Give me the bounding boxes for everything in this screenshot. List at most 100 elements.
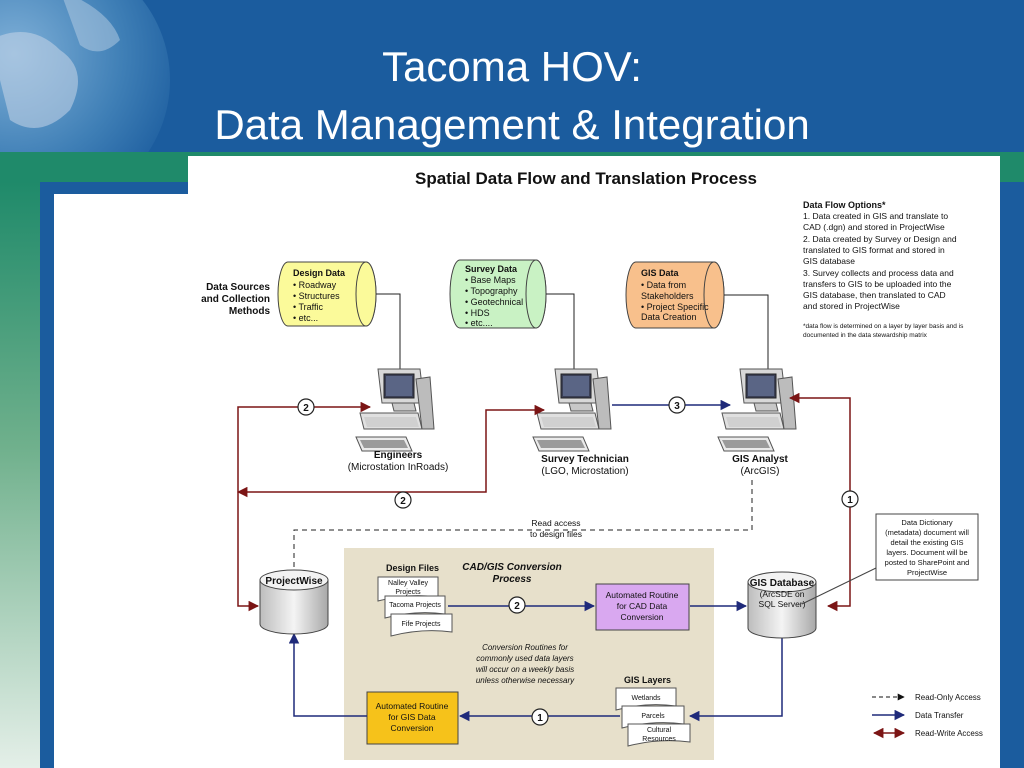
title-line-2: Data Management & Integration xyxy=(214,101,810,148)
flow-number-1-gis: 1 xyxy=(841,490,859,508)
svg-text:3: 3 xyxy=(674,401,680,412)
svg-text:Data Sources: Data Sources xyxy=(206,282,270,293)
conversion-title-1: CAD/GIS Conversion xyxy=(462,562,561,573)
transfer-flow-routine-to-projectwise xyxy=(288,632,367,717)
svg-text:unless otherwise necessary: unless otherwise necessary xyxy=(476,676,575,685)
gis-data-title: GIS Data xyxy=(641,268,680,278)
conversion-title-2: Process xyxy=(493,574,532,585)
svg-text:(ArcGIS): (ArcGIS) xyxy=(741,466,780,477)
svg-text:• Traffic: • Traffic xyxy=(293,302,323,312)
svg-text:GIS Database: GIS Database xyxy=(750,578,815,589)
gis-conversion-routine: Automated Routine for GIS Data Conversio… xyxy=(366,691,459,745)
svg-text:Nalley Valley: Nalley Valley xyxy=(388,580,428,587)
svg-text:Parcels: Parcels xyxy=(641,713,665,720)
data-sources-label: Data Sources and Collection Methods xyxy=(201,282,270,317)
projectwise-database: ProjectWise xyxy=(259,569,329,635)
svg-text:1: 1 xyxy=(537,713,543,724)
gis-data-store: GIS Data • Data from Stakeholders • Proj… xyxy=(625,261,725,329)
svg-text:Wetlands: Wetlands xyxy=(631,695,661,702)
svg-text:2: 2 xyxy=(400,496,406,507)
svg-text:• Data from: • Data from xyxy=(641,280,686,290)
design-data-store: Design Data • Roadway • Structures • Tra… xyxy=(277,261,377,327)
svg-text:ProjectWise: ProjectWise xyxy=(907,568,947,577)
svg-text:Tacoma Projects: Tacoma Projects xyxy=(389,602,441,609)
svg-text:commonly used data layers: commonly used data layers xyxy=(476,654,573,663)
legend-read-write: Read-Write Access xyxy=(915,729,983,738)
svg-text:ProjectWise: ProjectWise xyxy=(265,576,323,587)
svg-text:2: 2 xyxy=(514,601,520,612)
svg-text:and stored in ProjectWise: and stored in ProjectWise xyxy=(803,301,900,311)
flow-number-2-survey: 2 xyxy=(394,491,412,509)
engineers-computer-icon xyxy=(355,368,435,452)
diagram-title: Spatial Data Flow and Translation Proces… xyxy=(415,169,757,188)
survey-technician-label: Survey Technician (LGO, Microstation) xyxy=(541,454,629,477)
svg-text:Resources: Resources xyxy=(642,736,676,743)
svg-text:Conversion Routines for: Conversion Routines for xyxy=(482,643,568,652)
title-line-1: Tacoma HOV: xyxy=(382,43,642,90)
gis-layers-label: GIS Layers xyxy=(624,675,671,685)
gis-database: GIS Database (ArcSDE on SQL Server) xyxy=(747,571,817,639)
legend-read-only: Read-Only Access xyxy=(915,693,981,702)
svg-text:• Topography: • Topography xyxy=(465,286,518,296)
svg-text:for CAD Data: for CAD Data xyxy=(617,601,668,611)
svg-text:for GIS Data: for GIS Data xyxy=(388,712,436,722)
flow-number-3: 3 xyxy=(668,396,686,414)
design-data-title: Design Data xyxy=(293,268,346,278)
svg-text:Conversion: Conversion xyxy=(391,723,434,733)
design-files-label: Design Files xyxy=(386,563,439,573)
svg-text:2: 2 xyxy=(303,403,309,414)
data-dictionary-callout: Data Dictionary (metadata) document will… xyxy=(801,513,979,605)
svg-text:Methods: Methods xyxy=(229,306,271,317)
legend-data-transfer: Data Transfer xyxy=(915,711,964,720)
svg-text:(Microstation InRoads): (Microstation InRoads) xyxy=(348,462,449,473)
read-write-flow-survey xyxy=(236,404,546,498)
svg-text:Data Dictionary: Data Dictionary xyxy=(901,518,953,527)
read-access-label-1: Read access xyxy=(531,518,580,528)
design-file-fife: Fife Projects xyxy=(390,613,453,637)
svg-text:Projects: Projects xyxy=(395,589,421,596)
read-access-label-2: to design files xyxy=(530,529,582,539)
svg-text:• etc....: • etc.... xyxy=(465,318,493,328)
svg-text:• Roadway: • Roadway xyxy=(293,280,337,290)
svg-text:GIS database, then translated: GIS database, then translated to CAD xyxy=(803,290,946,300)
gis-analyst-label: GIS Analyst (ArcGIS) xyxy=(732,454,788,477)
svg-text:layers. Document will be: layers. Document will be xyxy=(886,548,967,557)
svg-text:• Structures: • Structures xyxy=(293,291,340,301)
svg-text:and Collection: and Collection xyxy=(201,294,270,305)
svg-text:will occur on a weekly basis: will occur on a weekly basis xyxy=(476,665,574,674)
svg-text:1. Data created in GIS and t: 1. Data created in GIS and translate to xyxy=(803,211,948,221)
svg-text:• Base Maps: • Base Maps xyxy=(465,275,516,285)
conversion-routines-note: Conversion Routines for commonly used da… xyxy=(476,643,575,685)
survey-data-title: Survey Data xyxy=(465,264,518,274)
svg-text:1: 1 xyxy=(847,495,853,506)
transfer-flow-gisdb-to-layers xyxy=(688,636,783,722)
svg-text:transfers to GIS to be uploade: transfers to GIS to be uploaded into the xyxy=(803,279,952,289)
legend: Read-Only Access Data Transfer Read-Writ… xyxy=(872,693,983,739)
svg-text:(LGO, Microstation): (LGO, Microstation) xyxy=(541,466,628,477)
read-only-flow xyxy=(293,480,753,574)
svg-text:Survey Technician: Survey Technician xyxy=(541,454,629,465)
svg-text:Engineers: Engineers xyxy=(374,450,423,461)
svg-text:translated to GIS format and s: translated to GIS format and stored in xyxy=(803,245,945,255)
svg-text:Data Creation: Data Creation xyxy=(641,312,697,322)
svg-text:Fife Projects: Fife Projects xyxy=(402,621,441,628)
svg-text:3. Survey collects and proce: 3. Survey collects and process data and xyxy=(803,268,954,278)
svg-text:• Project Specific: • Project Specific xyxy=(641,302,709,312)
slide-title: Tacoma HOV: Data Management & Integratio… xyxy=(0,38,1024,154)
survey-data-store: Survey Data • Base Maps • Topography • G… xyxy=(449,259,547,329)
svg-text:• HDS: • HDS xyxy=(465,308,490,318)
svg-text:detail the existing GIS: detail the existing GIS xyxy=(891,538,964,547)
svg-text:Conversion: Conversion xyxy=(621,612,664,622)
gis-analyst-computer-icon xyxy=(717,368,797,452)
svg-text:SQL Server): SQL Server) xyxy=(759,599,806,609)
svg-text:(ArcSDE on: (ArcSDE on xyxy=(760,589,805,599)
svg-text:2. Data created by Survey or: 2. Data created by Survey or Design and xyxy=(803,234,957,244)
data-flow-options: Data Flow Options* 1. Data created in GI… xyxy=(803,200,964,339)
svg-text:Data Flow Options*: Data Flow Options* xyxy=(803,200,886,210)
gis-layer-cultural-resources: Cultural Resources xyxy=(627,723,691,747)
flow-number-2-conversion: 2 xyxy=(508,596,526,614)
svg-text:Cultural: Cultural xyxy=(647,727,672,734)
svg-text:GIS database: GIS database xyxy=(803,256,855,266)
svg-text:• etc...: • etc... xyxy=(293,313,318,323)
